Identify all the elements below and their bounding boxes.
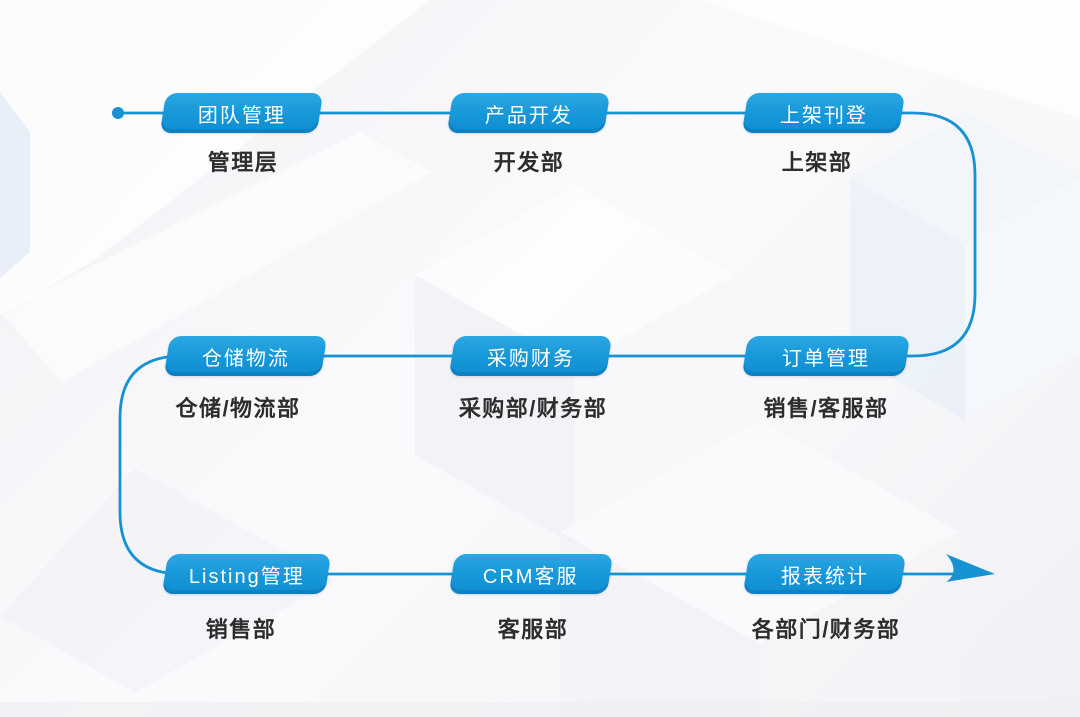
dept-label-procurement-finance: 采购部/财务部 [458, 396, 608, 421]
bg-cube-bottom-right-right [760, 532, 960, 717]
dept-label-listing-publish: 上架部 [781, 150, 853, 175]
flow-node-warehouse-logistics: 仓储物流 [163, 336, 328, 376]
flow-node-procurement-finance: 采购财务 [448, 336, 613, 376]
node-label: CRM客服 [483, 565, 579, 588]
bg-sliver-left-blue [0, 92, 30, 278]
node-label: 仓储物流 [201, 347, 290, 370]
flow-node-listing-management: Listing管理 [161, 554, 332, 594]
dept-label-order-management: 销售/客服部 [763, 396, 889, 421]
node-label: Listing管理 [188, 565, 305, 588]
bg-cube-bottom-right-left [560, 532, 760, 717]
bg-cube-right-right [965, 178, 1080, 420]
flow-node-report-statistics: 报表统计 [742, 554, 907, 594]
bg-wedge-top-left [0, 0, 430, 315]
bg-wedge-top-right [700, 0, 1080, 118]
flow-node-crm-service: CRM客服 [448, 554, 614, 594]
flow-node-team-management: 团队管理 [159, 93, 324, 133]
bg-strip-bottom [0, 702, 1080, 717]
node-label: 产品开发 [484, 104, 573, 127]
bg-band-mid-left [0, 132, 432, 382]
flow-start-dot [112, 107, 124, 119]
node-label: 采购财务 [486, 347, 575, 370]
dept-label-team-management: 管理层 [207, 150, 279, 175]
flow-node-order-management: 订单管理 [741, 336, 911, 376]
dept-label-listing-management: 销售部 [205, 617, 277, 642]
node-label: 订单管理 [782, 347, 870, 370]
flow-end-arrow-icon [946, 554, 995, 582]
dept-label-report-statistics: 各部门/财务部 [751, 617, 901, 642]
node-label: 团队管理 [197, 104, 286, 127]
dept-label-product-development: 开发部 [493, 150, 565, 175]
node-label: 报表统计 [780, 565, 869, 588]
dept-label-crm-service: 客服部 [497, 617, 569, 642]
dept-label-warehouse-logistics: 仓储/物流部 [175, 396, 301, 421]
flow-node-product-development: 产品开发 [446, 93, 611, 133]
node-label: 上架刊登 [779, 104, 868, 127]
flow-node-listing-publish: 上架刊登 [741, 93, 906, 133]
